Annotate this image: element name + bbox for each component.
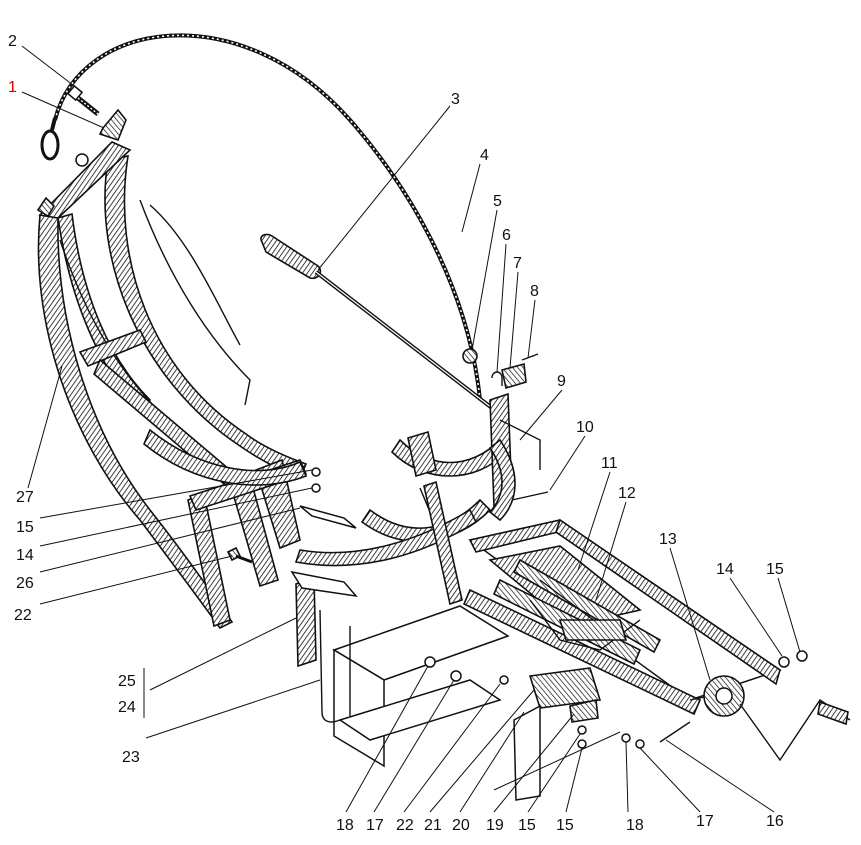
small-parts bbox=[226, 348, 549, 685]
label-21: 21 bbox=[424, 817, 442, 834]
label-18-bottom-left: 18 bbox=[336, 817, 354, 834]
callout-labels: 1 2 3 4 5 6 7 8 9 10 11 12 13 14 15 27 1… bbox=[8, 33, 784, 834]
label-14-left: 14 bbox=[16, 547, 34, 564]
left-arch-frame bbox=[36, 141, 308, 630]
label-14-right: 14 bbox=[716, 561, 734, 578]
handle-rod bbox=[260, 233, 494, 410]
label-18-bottom-right: 18 bbox=[626, 817, 644, 834]
cable bbox=[40, 33, 482, 401]
label-15-bottom-b: 15 bbox=[556, 817, 574, 834]
label-27: 27 bbox=[16, 489, 34, 506]
label-6: 6 bbox=[502, 227, 511, 244]
label-20: 20 bbox=[452, 817, 470, 834]
label-8: 8 bbox=[530, 283, 539, 300]
label-23: 23 bbox=[122, 749, 140, 766]
label-12: 12 bbox=[618, 485, 636, 502]
bolt-2 bbox=[66, 84, 100, 116]
label-16: 16 bbox=[766, 813, 784, 830]
label-19: 19 bbox=[486, 817, 504, 834]
label-11: 11 bbox=[601, 455, 618, 472]
label-1: 1 bbox=[8, 79, 17, 96]
cable-eye-loop bbox=[40, 129, 60, 161]
clamp-plate-1 bbox=[98, 108, 127, 141]
label-2: 2 bbox=[8, 33, 17, 50]
label-15-right: 15 bbox=[766, 561, 784, 578]
label-22-left: 22 bbox=[14, 607, 32, 624]
right-cradle-frame bbox=[294, 392, 541, 606]
label-10: 10 bbox=[576, 419, 594, 436]
label-22-bottom: 22 bbox=[396, 817, 414, 834]
label-26: 26 bbox=[16, 575, 34, 592]
label-15-bottom-a: 15 bbox=[518, 817, 536, 834]
slide-rails bbox=[462, 518, 851, 762]
label-17-bottom-left: 17 bbox=[366, 817, 384, 834]
leader-lines bbox=[21, 45, 801, 813]
label-13: 13 bbox=[659, 531, 677, 548]
base-plates bbox=[295, 576, 691, 801]
label-5: 5 bbox=[493, 193, 502, 210]
label-7: 7 bbox=[513, 255, 522, 272]
label-15-left: 15 bbox=[16, 519, 34, 536]
label-3: 3 bbox=[451, 91, 460, 108]
label-4: 4 bbox=[480, 147, 489, 164]
label-25: 25 bbox=[118, 673, 136, 690]
label-24: 24 bbox=[118, 699, 136, 716]
label-17-bottom-right: 17 bbox=[696, 813, 714, 830]
label-9: 9 bbox=[557, 373, 566, 390]
